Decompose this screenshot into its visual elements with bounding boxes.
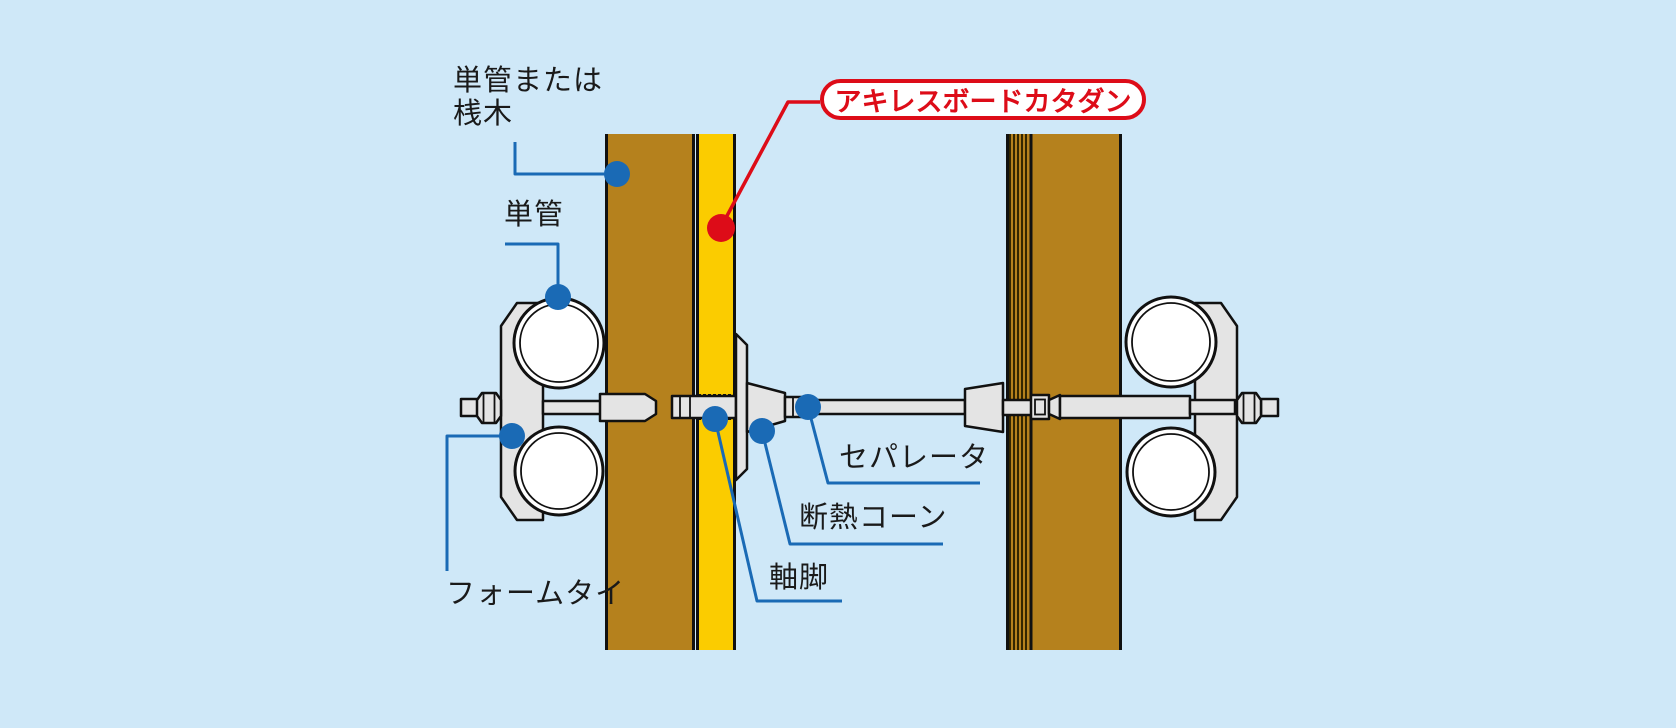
dot-product	[707, 214, 735, 242]
leader-lines	[445, 100, 980, 603]
right-bar-to-nut	[1188, 398, 1237, 416]
right-rod-through-panel	[1001, 398, 1035, 417]
dot-pipe-or-batten	[604, 161, 630, 187]
label-pipe: 単管	[504, 197, 565, 231]
dot-insulation-cone	[749, 418, 775, 444]
right-hex-nut	[1235, 391, 1263, 425]
label-pipe-or-batten: 単管または 桟木	[453, 63, 604, 130]
label-insulation-cone: 断熱コーン	[799, 500, 948, 534]
right-bolt-end	[1259, 397, 1280, 418]
leader-product	[719, 100, 820, 228]
left-hex-nut	[475, 391, 503, 425]
product-callout-pill: アキレスボードカタダン	[820, 79, 1146, 120]
right-rod-flare	[1047, 393, 1062, 421]
dot-axial-leg	[702, 406, 728, 432]
right-form-panel	[1006, 134, 1122, 650]
dot-separator	[795, 394, 821, 420]
left-bottom-pipe	[513, 425, 605, 517]
left-rod-block	[598, 392, 658, 423]
dot-form-tie	[499, 423, 525, 449]
insulation-cone-flange	[734, 332, 749, 482]
right-bottom-pipe	[1125, 426, 1217, 518]
left-form-panel	[605, 134, 695, 650]
right-top-pipe	[1124, 295, 1218, 389]
left-top-pipe	[512, 296, 606, 390]
label-axial-leg: 軸脚	[769, 560, 830, 594]
leader-pipe-or-batten	[513, 142, 617, 176]
leader-pipe	[505, 242, 560, 296]
right-insulation-cone	[963, 381, 1005, 434]
left-tie-rod	[541, 399, 605, 416]
label-separator: セパレータ	[839, 440, 990, 474]
label-form-tie: フォームタイ	[446, 576, 626, 610]
dot-pipe	[545, 284, 571, 310]
separator-rod-assembly	[541, 332, 1237, 482]
separator-rod	[800, 398, 967, 416]
leader-separator	[806, 406, 980, 485]
leader-axial-leg	[713, 418, 842, 603]
leader-form-tie	[445, 434, 512, 571]
right-wide-bar	[1058, 394, 1192, 420]
scaffold-pipes	[512, 295, 1218, 518]
left-bolt-end	[459, 397, 480, 418]
leader-insulation-cone	[760, 430, 943, 546]
label-product-callout: アキレスボードカタダン	[834, 87, 1132, 118]
